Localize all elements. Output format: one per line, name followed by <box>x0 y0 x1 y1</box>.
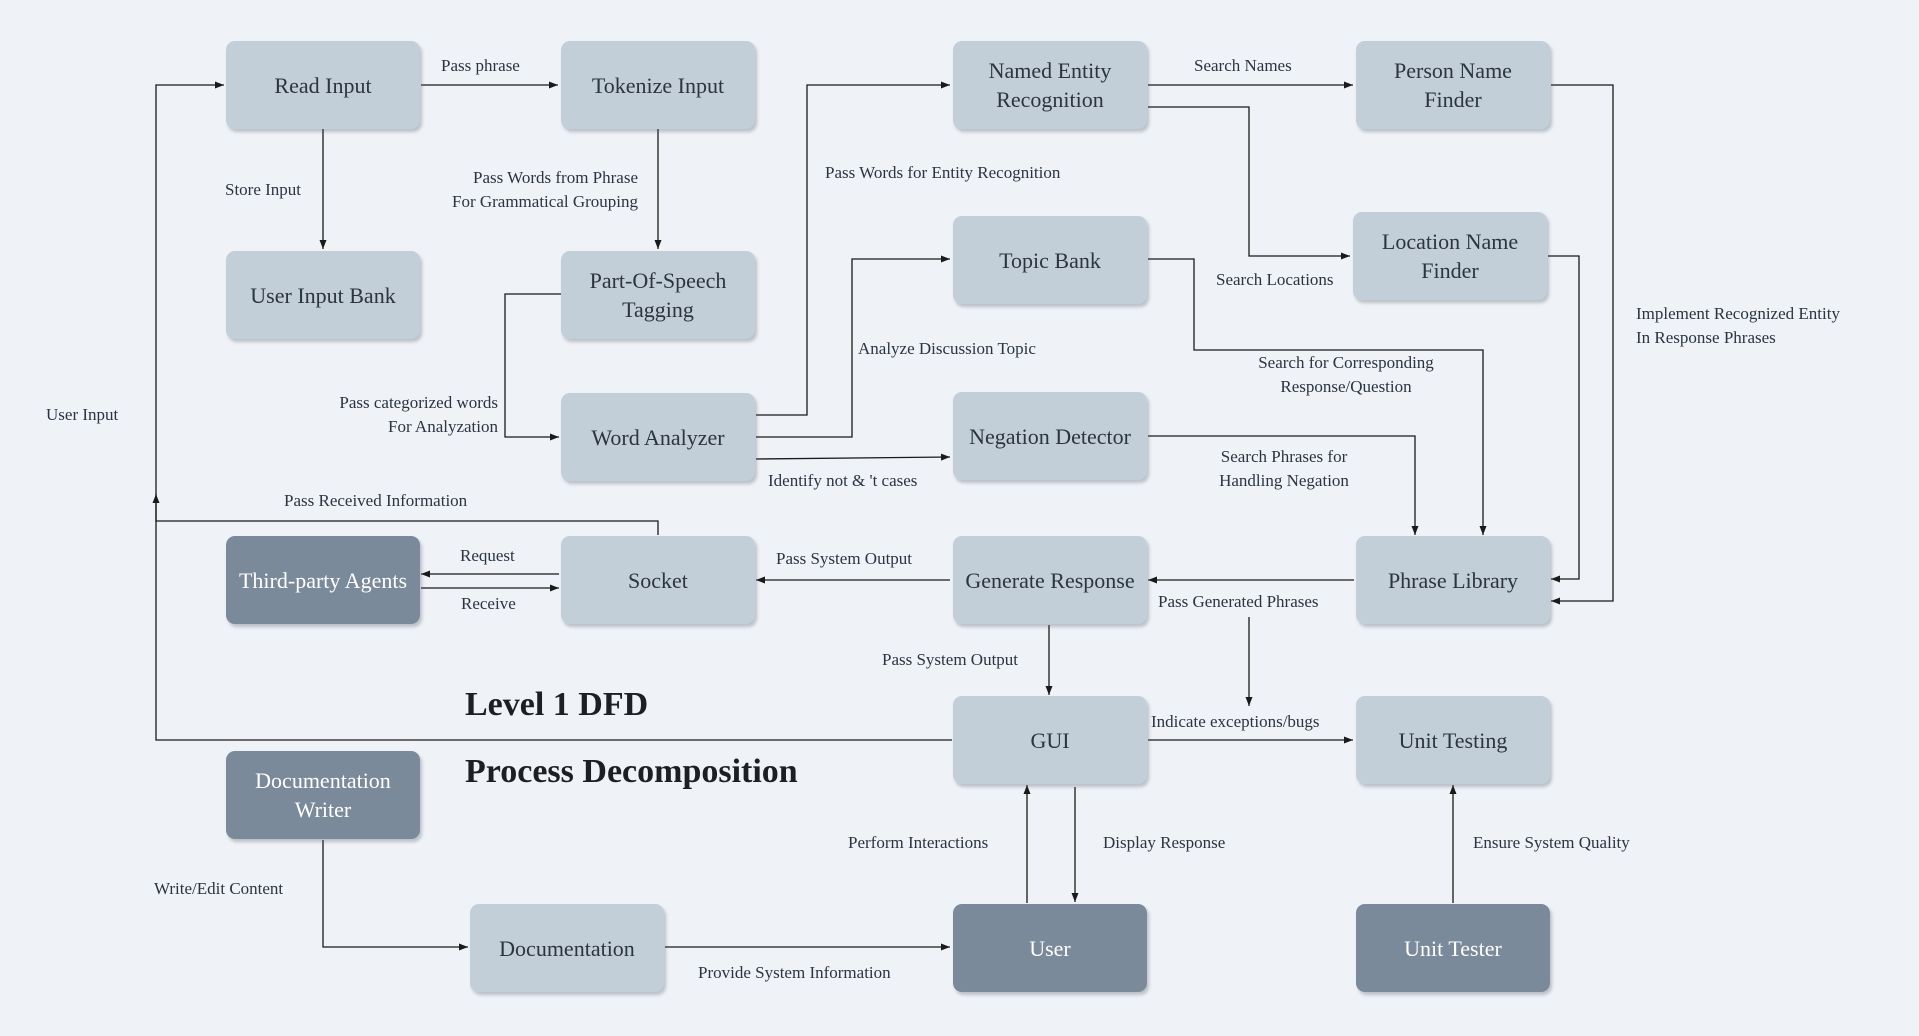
phrase-library-store: Phrase Library <box>1356 536 1550 624</box>
edge-gui-readinput <box>155 81 952 741</box>
label-search-negation: Search Phrases for Handling Negation <box>1219 447 1349 490</box>
edge-docwriter-doc <box>322 840 468 951</box>
label-pass-words-grouping: Pass Words from Phrase For Grammatical G… <box>451 168 638 211</box>
edge-negation-phrase <box>1148 435 1419 535</box>
label-provide-info: Provide System Information <box>698 963 891 982</box>
label-search-names: Search Names <box>1194 56 1292 75</box>
gui-process: GUI <box>953 696 1147 784</box>
label-write-edit: Write/Edit Content <box>154 879 284 898</box>
label-identify-not: Identify not & 't cases <box>768 471 918 490</box>
documentation-store: Documentation <box>470 904 664 992</box>
label-pass-received: Pass Received Information <box>284 491 468 510</box>
label-search-locations: Search Locations <box>1216 270 1334 289</box>
tokenize-input-process: Tokenize Input <box>561 41 755 129</box>
label-analyze-topic: Analyze Discussion Topic <box>858 339 1036 358</box>
negation-detector-process: Negation Detector <box>953 392 1147 480</box>
pos-tagging-process: Part-Of-Speech Tagging <box>561 251 755 339</box>
edge-word-topic <box>756 255 950 438</box>
edge-word-ner <box>756 81 950 416</box>
edge-word-negation <box>755 453 951 461</box>
edge-location-phrase <box>1548 255 1580 583</box>
label-pass-system-output-socket: Pass System Output <box>776 549 913 568</box>
user-entity: User <box>953 904 1147 992</box>
label-request: Request <box>460 546 515 565</box>
edge-topic-phrase <box>1148 258 1487 535</box>
diagram-title-decomposition: Process Decomposition <box>465 753 798 790</box>
label-ensure-quality: Ensure System Quality <box>1473 833 1630 852</box>
edge-pos-word <box>504 293 561 441</box>
topic-bank-store: Topic Bank <box>953 216 1147 304</box>
third-party-agents-entity: Third-party Agents <box>226 536 420 624</box>
read-input-process: Read Input <box>226 41 420 129</box>
unit-tester-entity: Unit Tester <box>1356 904 1550 992</box>
named-entity-recognition-process: Named Entity Recognition <box>953 41 1147 129</box>
location-name-finder-process: Location Name Finder <box>1353 212 1547 300</box>
user-input-bank-store: User Input Bank <box>226 251 420 339</box>
label-pass-phrase: Pass phrase <box>441 56 520 75</box>
label-pass-words-entity: Pass Words for Entity Recognition <box>825 163 1061 182</box>
label-receive: Receive <box>461 594 516 613</box>
label-display-response: Display Response <box>1103 833 1226 852</box>
generate-response-process: Generate Response <box>953 536 1147 624</box>
word-analyzer-process: Word Analyzer <box>561 393 755 481</box>
diagram-title-level: Level 1 DFD <box>465 686 649 723</box>
label-pass-generated-phrases: Pass Generated Phrases <box>1158 592 1319 611</box>
label-pass-categorized: Pass categorized words For Analyzation <box>339 393 498 436</box>
edge-person-phrase <box>1551 84 1614 605</box>
socket-process: Socket <box>561 536 755 624</box>
label-pass-system-output-gui: Pass System Output <box>882 650 1019 669</box>
edge-ner-location <box>1148 106 1350 260</box>
documentation-writer-entity: Documentation Writer <box>226 751 420 839</box>
label-store-input: Store Input <box>225 180 302 199</box>
label-user-input: User Input <box>46 405 119 424</box>
label-perform-interactions: Perform Interactions <box>848 833 989 852</box>
label-search-corresponding: Search for Corresponding Response/Questi… <box>1258 353 1434 396</box>
label-indicate-exceptions: Indicate exceptions/bugs <box>1151 712 1320 731</box>
person-name-finder-process: Person Name Finder <box>1356 41 1550 129</box>
unit-testing-process: Unit Testing <box>1356 696 1550 784</box>
label-implement-entity: Implement Recognized Entity In Response … <box>1636 304 1840 347</box>
